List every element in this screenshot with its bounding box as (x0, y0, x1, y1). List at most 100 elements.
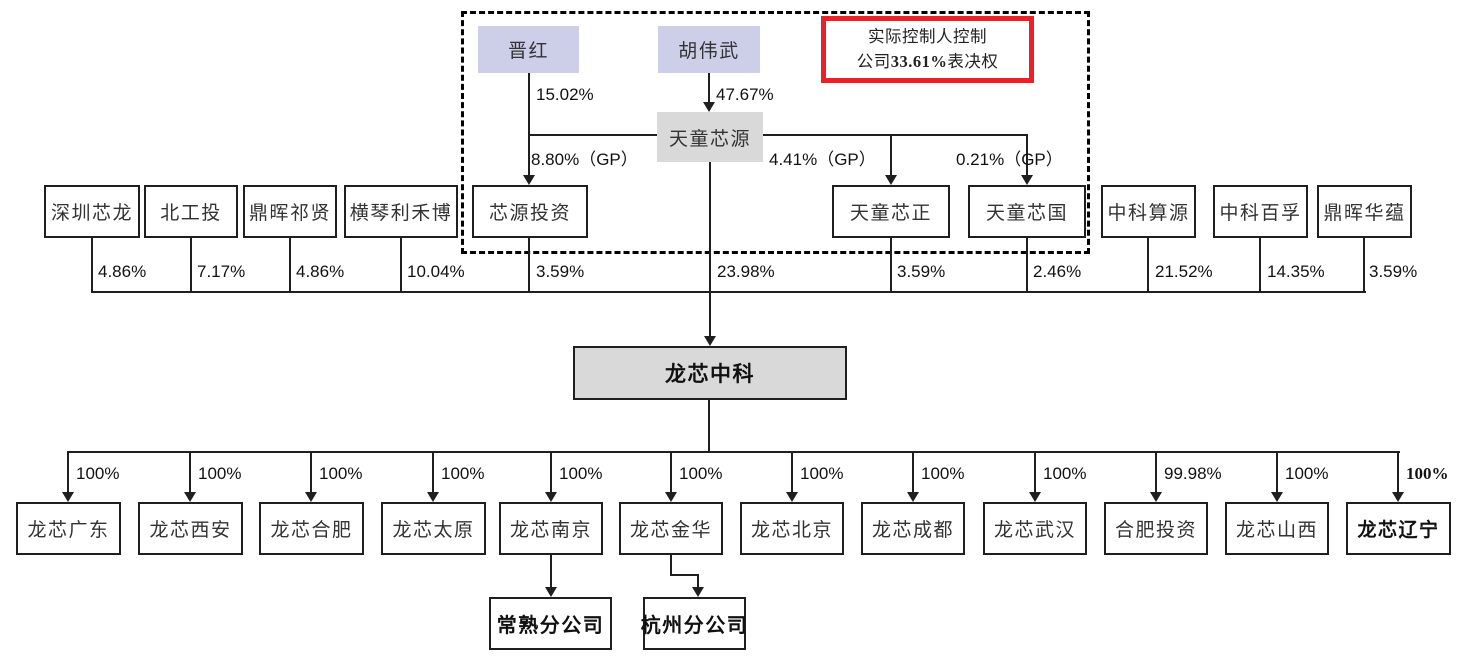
node-hangzhou-branch: 杭州分公司 (641, 597, 747, 650)
stake-label: 100% (198, 464, 242, 483)
node-hengqin-lihebo: 横琴利禾博 (344, 185, 458, 238)
subsidiary-bus-line (67, 451, 1400, 453)
arrowhead (1271, 492, 1283, 502)
node-zhongke-suanyuan: 中科算源 (1101, 185, 1196, 238)
node-dinghui-huayun: 鼎晖华蕴 (1317, 185, 1412, 238)
arrowhead (62, 492, 74, 502)
stake-label: 100% (1285, 464, 1329, 483)
stake-label-jinhong: 15.02% (536, 85, 594, 104)
voting-rights-percentage: 33.61% (890, 51, 948, 71)
node-tiantong-xinguo: 天童芯国 (968, 185, 1086, 238)
stake-label: 4.86% (296, 262, 345, 281)
arrowhead (907, 492, 919, 502)
stake-label: 10.04% (407, 262, 465, 281)
voting-rights-text-line2: 公司33.61%表决权 (857, 50, 999, 75)
arrowhead (1392, 492, 1404, 502)
connector-line (1363, 238, 1365, 292)
connector-line (67, 452, 69, 493)
stake-label-huweiwu: 47.67% (716, 85, 774, 104)
voting-rights-callout: 实际控制人控制 公司33.61%表决权 (821, 16, 1034, 83)
connector-line (697, 574, 699, 588)
stake-label: 3.59% (536, 262, 585, 281)
connector-line (763, 134, 1028, 136)
connector-line (670, 574, 699, 576)
actual-controller-dashed-outline (461, 11, 1090, 254)
voting-rights-suffix: 表决权 (947, 51, 999, 71)
shareholder-bus-line (91, 291, 1366, 293)
stake-label: 2.46% (1033, 262, 1082, 281)
stake-label: 100% (559, 464, 603, 483)
arrowhead (184, 492, 196, 502)
connector-line (708, 399, 710, 452)
gp-stake-label-xinyuan: 8.80%（GP） (531, 150, 638, 169)
connector-line (400, 238, 402, 292)
node-loongson-xian: 龙芯西安 (138, 502, 243, 555)
arrowhead (305, 492, 317, 502)
voting-rights-prefix: 公司 (856, 51, 891, 71)
node-beigongtou: 北工投 (144, 185, 238, 238)
node-loongson-wuhan: 龙芯武汉 (983, 502, 1087, 555)
node-loongson-hefei: 龙芯合肥 (259, 502, 364, 555)
node-loongson-taiyuan: 龙芯太原 (381, 502, 486, 555)
connector-line (708, 73, 710, 104)
node-tiantong-xinzheng: 天童芯正 (832, 185, 950, 238)
connector-line (670, 452, 672, 493)
node-tiantong-xinyuan: 天童芯源 (657, 112, 763, 162)
stake-label: 3.59% (1369, 262, 1418, 281)
connector-line (670, 555, 672, 576)
node-loongson-zhongke: 龙芯中科 (573, 346, 847, 400)
stake-label: 100% (1043, 464, 1087, 483)
connector-line (1276, 452, 1278, 493)
node-zhongke-baifu: 中科百孚 (1213, 185, 1308, 238)
node-changshu-branch: 常熟分公司 (489, 597, 612, 650)
connector-line (1155, 452, 1157, 493)
connector-line (528, 134, 659, 136)
arrowhead (1029, 492, 1041, 502)
connector-line (1026, 134, 1028, 176)
connector-line (528, 238, 530, 292)
node-loongson-liaoning: 龙芯辽宁 (1346, 502, 1451, 555)
gp-stake-label-xinguo: 0.21%（GP） (956, 150, 1063, 169)
arrowhead (545, 587, 557, 597)
stake-label: 100% (319, 464, 363, 483)
connector-line (709, 162, 711, 337)
node-loongson-chengdu: 龙芯成都 (861, 502, 965, 555)
arrowhead (786, 492, 798, 502)
connector-line (550, 452, 552, 493)
connector-line (432, 452, 434, 493)
arrowhead (545, 492, 557, 502)
stake-label-tiantong-direct: 23.98% (717, 262, 775, 281)
connector-line (1397, 452, 1399, 493)
connector-line (190, 238, 192, 292)
connector-line (1259, 238, 1261, 292)
arrowhead (704, 336, 716, 346)
connector-line (528, 134, 530, 176)
arrowhead (1150, 492, 1162, 502)
connector-line (91, 238, 93, 292)
node-loongson-nanjing: 龙芯南京 (499, 502, 603, 555)
stake-label: 4.86% (98, 262, 147, 281)
node-hefei-investment: 合肥投资 (1104, 502, 1208, 555)
stake-label: 100% (1406, 464, 1449, 483)
stake-label: 7.17% (197, 262, 246, 281)
connector-line (550, 555, 552, 588)
node-dinghui-qixian: 鼎晖祁贤 (243, 185, 337, 238)
connector-line (528, 73, 530, 135)
stake-label: 100% (441, 464, 485, 483)
connector-line (791, 452, 793, 493)
stake-label: 3.59% (897, 262, 946, 281)
connector-line (1026, 238, 1028, 292)
node-shenzhen-xinlong: 深圳芯龙 (44, 185, 140, 238)
stake-label: 100% (679, 464, 723, 483)
arrowhead (1021, 175, 1033, 185)
arrowhead (523, 175, 535, 185)
connector-line (912, 452, 914, 493)
arrowhead (427, 492, 439, 502)
stake-label: 21.52% (1155, 262, 1213, 281)
node-xinyuan-investment: 芯源投资 (472, 185, 588, 238)
stake-label: 99.98% (1164, 464, 1222, 483)
node-jin-hong: 晋红 (478, 26, 579, 73)
connector-line (890, 134, 892, 176)
arrowhead (692, 587, 704, 597)
